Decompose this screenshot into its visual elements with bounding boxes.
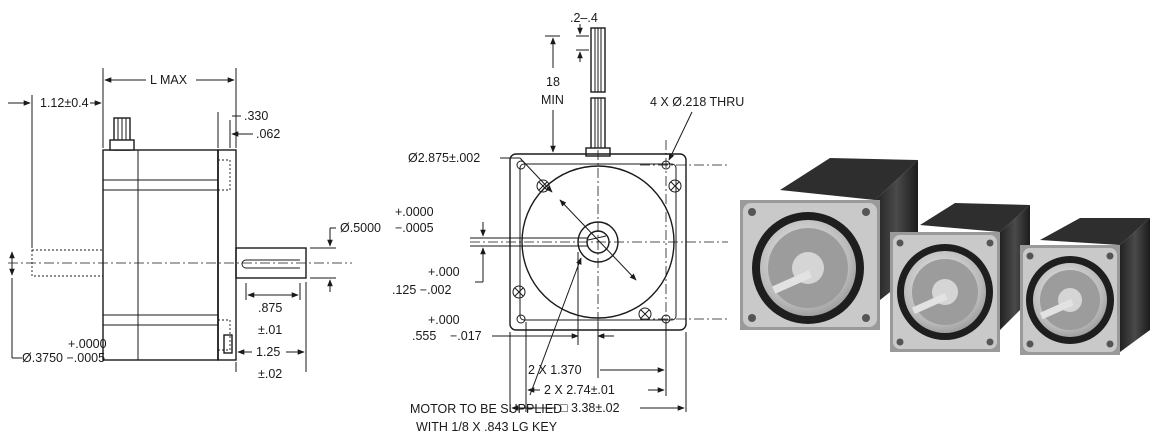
min-length-label: MIN [541, 93, 564, 107]
shaft-tol-minus: −.0005 [395, 221, 434, 235]
flange-062-label: .062 [256, 127, 280, 141]
flange-330-label: .330 [244, 109, 268, 123]
flat-875-tol: ±.01 [258, 323, 282, 337]
screw-icon [638, 307, 652, 321]
rear-shaft-label: Ø.3750 −.0005 [22, 351, 105, 365]
mount-hole [516, 314, 526, 324]
front-view: .2–.4 18 MIN [392, 11, 744, 434]
screw-icon [512, 285, 526, 299]
side-view: L MAX 1.12±0.4 .330 .062 Ø.5000 +.0000 −… [8, 68, 434, 381]
flat-875-label: .875 [258, 301, 282, 315]
holes-label: 4 X Ø.218 THRU [650, 95, 744, 109]
key-tol-plus: +.000 [428, 265, 460, 279]
key-125-label: .125 −.002 [392, 283, 451, 297]
shaft-125-label: 1.25 [256, 345, 280, 359]
l-max-label: L MAX [150, 73, 188, 87]
lead-length-label: .2–.4 [570, 11, 598, 25]
flat-555-label: .555 [412, 329, 436, 343]
square-label: □ 3.38±.02 [560, 401, 620, 415]
shaft-125-tol: ±.02 [258, 367, 282, 381]
mount-hole [516, 160, 526, 170]
flat-555-tol: −.017 [450, 329, 482, 343]
hole-spacing-label: 2 X 2.74±.01 [544, 383, 615, 397]
motor-body [102, 149, 219, 361]
rear-shaft-tol-plus: +.0000 [68, 337, 107, 351]
screw-icon [668, 179, 682, 193]
stepper-motor-small [1020, 218, 1150, 355]
pilot-dia-label: Ø2.875±.002 [408, 151, 480, 165]
note-line2: WITH 1/8 X .843 LG KEY [416, 420, 558, 434]
shaft-dia-label: Ø.5000 [340, 221, 381, 235]
note-line1: MOTOR TO BE SUPPLIED [410, 402, 562, 416]
motor-photo [740, 158, 1150, 355]
min-length-value: 18 [546, 75, 560, 89]
shaft-tol-plus: +.0000 [395, 205, 434, 219]
stepper-motor-large [740, 158, 918, 330]
shaft-extension-label: 1.12±0.4 [40, 96, 89, 110]
flat-tol-plus: +.000 [428, 313, 460, 327]
front-flange [217, 149, 237, 361]
half-spacing-label: 2 X 1.370 [528, 363, 582, 377]
